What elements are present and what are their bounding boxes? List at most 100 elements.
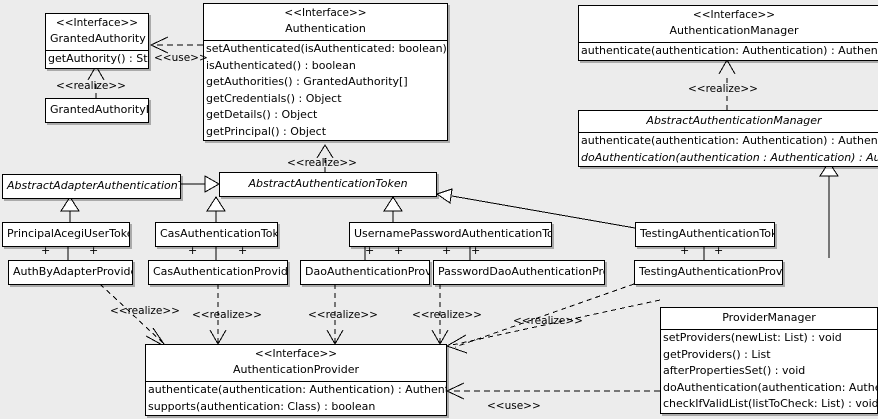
- association-marker-plus: +: [394, 244, 404, 257]
- class-box-authentication-manager[interactable]: <<Interface>> AuthenticationManager auth…: [578, 5, 878, 61]
- method: isAuthenticated() : boolean: [206, 58, 356, 72]
- method: doAuthentication(authentication: Authent…: [663, 380, 877, 394]
- class-header-dao-authentication-provider: DaoAuthenticationProvider: [301, 261, 429, 284]
- method: getAuthority() : String: [48, 52, 148, 65]
- class-box-password-dao-authentication-provider[interactable]: PasswordDaoAuthenticationProvider: [433, 260, 605, 285]
- member-list: authenticate(authentication: Authenticat…: [579, 133, 878, 166]
- class-name: TestingAuthenticationToken: [640, 227, 774, 240]
- class-header-testing-authentication-token: TestingAuthenticationToken: [636, 223, 774, 246]
- class-name: AbstractAuthenticationManager: [646, 114, 822, 127]
- method: afterPropertiesSet() : void: [663, 364, 806, 377]
- class-box-authentication[interactable]: <<Interface>> Authentication setAuthenti…: [203, 3, 448, 141]
- edge-label-use-granted-authority: <<use>>: [154, 52, 208, 64]
- class-name: PasswordDaoAuthenticationProvider: [438, 265, 604, 278]
- method: authenticate(authentication: Authenticat…: [148, 383, 447, 396]
- class-header-cas-authentication-token: CasAuthenticationToken: [156, 223, 277, 246]
- class-header-principal-acegi-user-token: PrincipalAcegiUserToken: [3, 223, 129, 246]
- stereotype-interface: <<Interface>>: [284, 7, 367, 19]
- member-list: getAuthority() : String: [46, 51, 148, 68]
- association-marker-plus: +: [89, 244, 99, 257]
- member-list: setProviders(newList: List) : void getPr…: [661, 330, 877, 413]
- member-list: authenticate(authentication: Authenticat…: [146, 382, 446, 415]
- association-marker-plus: +: [471, 244, 481, 257]
- class-name: UsernamePasswordAuthenticationToken: [354, 227, 552, 240]
- class-header-abstract-authentication-manager: AbstractAuthenticationManager: [579, 111, 878, 132]
- edge-label-realize-cas-provider: <<realize>>: [192, 309, 262, 321]
- method: checkIfValidList(listToCheck: List) : vo…: [663, 397, 878, 410]
- divider: [46, 50, 148, 51]
- method: authenticate(authentication: Authenticat…: [581, 44, 878, 57]
- class-name: Authentication: [285, 22, 366, 35]
- edge-label-realize-password-dao-provider: <<realize>>: [412, 309, 482, 321]
- class-box-principal-acegi-user-token[interactable]: PrincipalAcegiUserToken: [2, 222, 130, 247]
- class-box-granted-authority[interactable]: <<Interface>> GrantedAuthority getAuthor…: [45, 13, 149, 69]
- divider: [661, 329, 877, 330]
- method: getPrincipal() : Object: [206, 124, 327, 138]
- method: getAuthorities() : GrantedAuthority[]: [206, 75, 408, 88]
- class-box-dao-authentication-provider[interactable]: DaoAuthenticationProvider: [300, 260, 430, 285]
- edge-label-realize-abstract-authentication-manager: <<realize>>: [688, 83, 758, 95]
- class-header-provider-manager: ProviderManager: [661, 308, 877, 329]
- class-header-authentication: <<Interface>> Authentication: [204, 4, 447, 40]
- divider: [579, 42, 878, 43]
- association-marker-plus: +: [365, 244, 375, 257]
- member-list: authenticate(authentication: Authenticat…: [579, 43, 878, 60]
- divider: [579, 132, 878, 133]
- class-name: DaoAuthenticationProvider: [305, 265, 430, 278]
- edge-label-realize-abstract-authentication-token: <<realize>>: [287, 157, 357, 169]
- method: getDetails() : Object: [206, 108, 318, 121]
- class-header-cas-authentication-provider: CasAuthenticationProvider: [149, 261, 287, 284]
- divider: [204, 40, 447, 41]
- class-name: TestingAuthenticationProvider: [639, 265, 783, 278]
- method: setAuthenticated(isAuthenticated: boolea…: [206, 42, 447, 55]
- class-box-authentication-provider[interactable]: <<Interface>> AuthenticationProvider aut…: [145, 344, 447, 416]
- stereotype-interface: <<Interface>>: [55, 17, 139, 29]
- class-box-abstract-authentication-manager[interactable]: AbstractAuthenticationManager authentica…: [578, 110, 878, 167]
- edge-label-realize-dao-provider: <<realize>>: [308, 309, 378, 321]
- association-marker-plus: +: [714, 244, 724, 257]
- class-header-password-dao-authentication-provider: PasswordDaoAuthenticationProvider: [434, 261, 604, 284]
- edge-label-realize-granted-authority-impl: <<realize>>: [56, 80, 126, 92]
- class-name: AuthenticationManager: [669, 24, 799, 37]
- edge-label-realize-auth-by-adapter: <<realize>>: [110, 305, 180, 317]
- class-header-testing-authentication-provider: TestingAuthenticationProvider: [635, 261, 782, 284]
- method: setProviders(newList: List) : void: [663, 331, 842, 344]
- class-header-authentication-provider: <<Interface>> AuthenticationProvider: [146, 345, 446, 381]
- class-name: AbstractAdapterAuthenticationToken: [7, 179, 180, 192]
- stereotype-interface: <<Interface>>: [692, 9, 776, 21]
- method: authenticate(authentication: Authenticat…: [581, 134, 878, 147]
- class-name: CasAuthenticationToken: [160, 227, 278, 240]
- class-header-granted-authority: <<Interface>> GrantedAuthority: [46, 14, 148, 50]
- method: getProviders() : List: [663, 347, 771, 361]
- member-list: setAuthenticated(isAuthenticated: boolea…: [204, 41, 447, 140]
- class-header-authentication-manager: <<Interface>> AuthenticationManager: [579, 6, 878, 42]
- class-box-cas-authentication-provider[interactable]: CasAuthenticationProvider: [148, 260, 288, 285]
- class-name: AbstractAuthenticationToken: [248, 177, 408, 190]
- class-box-abstract-authentication-token[interactable]: AbstractAuthenticationToken: [219, 172, 437, 197]
- class-header-abstract-adapter-authentication-token: AbstractAdapterAuthenticationToken: [3, 175, 180, 198]
- class-box-auth-by-adapter-provider[interactable]: AuthByAdapterProvider: [8, 260, 133, 285]
- class-box-testing-authentication-token[interactable]: TestingAuthenticationToken: [635, 222, 775, 247]
- association-marker-plus: +: [442, 244, 452, 257]
- association-marker-plus: +: [188, 244, 198, 257]
- class-name: AuthenticationProvider: [232, 363, 360, 376]
- class-box-granted-authority-impl[interactable]: GrantedAuthorityImpl: [45, 98, 149, 123]
- class-header-username-password-authentication-token: UsernamePasswordAuthenticationToken: [350, 223, 551, 246]
- edge-label-use-provider-manager: <<use>>: [487, 400, 541, 412]
- class-name: AuthByAdapterProvider: [13, 265, 133, 278]
- class-box-testing-authentication-provider[interactable]: TestingAuthenticationProvider: [634, 260, 783, 285]
- method: doAuthentication(authentication : Authen…: [581, 150, 878, 164]
- class-box-abstract-adapter-authentication-token[interactable]: AbstractAdapterAuthenticationToken: [2, 174, 181, 199]
- method: getCredentials() : Object: [206, 91, 342, 105]
- class-box-cas-authentication-token[interactable]: CasAuthenticationToken: [155, 222, 278, 247]
- class-name: CasAuthenticationProvider: [153, 265, 288, 278]
- class-name: PrincipalAcegiUserToken: [7, 227, 130, 240]
- class-header-abstract-authentication-token: AbstractAuthenticationToken: [220, 173, 436, 196]
- class-name: ProviderManager: [722, 311, 816, 324]
- association-marker-plus: +: [680, 244, 690, 257]
- class-box-provider-manager[interactable]: ProviderManager setProviders(newList: Li…: [660, 307, 878, 414]
- stereotype-interface: <<Interface>>: [254, 348, 338, 360]
- class-header-auth-by-adapter-provider: AuthByAdapterProvider: [9, 261, 132, 284]
- class-name: GrantedAuthority: [50, 32, 146, 45]
